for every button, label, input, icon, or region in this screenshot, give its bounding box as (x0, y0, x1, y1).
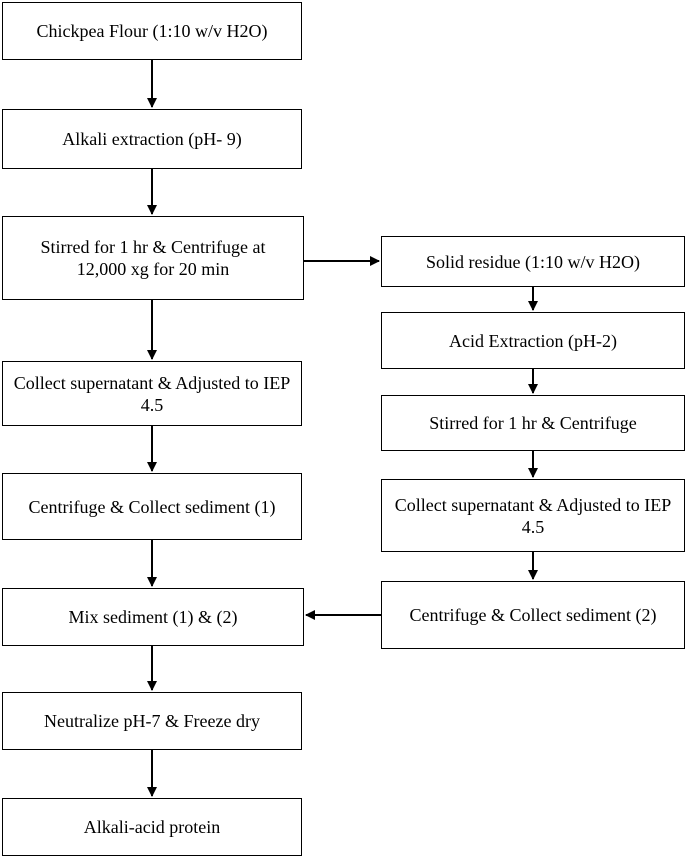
step-stirred-centrifuge: Stirred for 1 hr & Centrifuge at 12,000 … (2, 216, 304, 300)
step-centrifuge-collect-2: Centrifuge & Collect sediment (2) (381, 581, 685, 649)
step-acid-extraction: Acid Extraction (pH-2) (381, 312, 685, 369)
step-collect-supernatant-right: Collect supernatant & Adjusted to IEP 4.… (381, 479, 685, 552)
step-stirred-centrifuge-right: Stirred for 1 hr & Centrifuge (381, 395, 685, 451)
step-alkali-acid-protein: Alkali-acid protein (2, 798, 302, 856)
step-solid-residue: Solid residue (1:10 w/v H2O) (381, 236, 685, 287)
step-collect-supernatant-left-label: Collect supernatant & Adjusted to IEP 4.… (13, 372, 291, 415)
step-neutralize-freeze: Neutralize pH-7 & Freeze dry (2, 692, 302, 750)
step-centrifuge-collect-1-label: Centrifuge & Collect sediment (1) (28, 496, 276, 517)
step-centrifuge-collect-2-label: Centrifuge & Collect sediment (2) (409, 605, 657, 625)
step-chickpea-flour-label: Chickpea Flour (1:10 w/v H2O) (36, 21, 268, 41)
step-acid-extraction-label: Acid Extraction (pH-2) (449, 330, 617, 351)
step-neutralize-freeze-label: Neutralize pH-7 & Freeze dry (44, 711, 260, 731)
step-alkali-extraction: Alkali extraction (pH- 9) (2, 109, 302, 169)
step-collect-supernatant-right-label: Collect supernatant & Adjusted to IEP 4.… (394, 494, 672, 537)
step-stirred-centrifuge-right-label: Stirred for 1 hr & Centrifuge (429, 413, 637, 433)
step-solid-residue-label: Solid residue (1:10 w/v H2O) (426, 251, 640, 272)
step-collect-supernatant-left: Collect supernatant & Adjusted to IEP 4.… (2, 361, 302, 426)
step-chickpea-flour: Chickpea Flour (1:10 w/v H2O) (2, 2, 302, 60)
step-alkali-acid-protein-label: Alkali-acid protein (83, 817, 221, 837)
step-mix-sediment-label: Mix sediment (1) & (2) (68, 607, 238, 627)
step-mix-sediment: Mix sediment (1) & (2) (2, 588, 304, 646)
step-alkali-extraction-label: Alkali extraction (pH- 9) (62, 129, 242, 149)
step-centrifuge-collect-1: Centrifuge & Collect sediment (1) (2, 473, 302, 540)
step-stirred-centrifuge-label: Stirred for 1 hr & Centrifuge at 12,000 … (40, 237, 266, 279)
